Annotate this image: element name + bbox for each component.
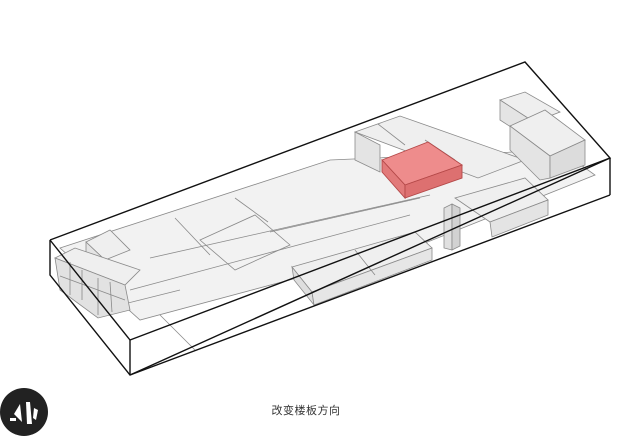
plate-division bbox=[149, 194, 431, 259]
column-front bbox=[443, 203, 453, 251]
tall-block-right-2-front bbox=[509, 125, 551, 181]
plate-division bbox=[159, 314, 196, 351]
box-front-edge bbox=[129, 157, 611, 341]
main-floor-plate bbox=[59, 149, 596, 321]
block-front bbox=[354, 131, 381, 173]
highlight-side bbox=[404, 164, 463, 199]
low-block-front bbox=[489, 199, 549, 238]
left-blocks bbox=[54, 229, 141, 319]
box-right-bottom bbox=[129, 194, 611, 376]
diagram-caption: 改变楼板方向 bbox=[271, 404, 341, 417]
floor-plates bbox=[59, 149, 596, 351]
plate-division bbox=[174, 217, 211, 256]
block-division bbox=[377, 123, 406, 146]
plate-division bbox=[234, 197, 269, 223]
highlighted-volume bbox=[381, 141, 463, 200]
plate-division bbox=[269, 197, 421, 233]
studio-logo-icon bbox=[0, 388, 48, 436]
bounding-box bbox=[49, 61, 612, 376]
tall-block-right-2-side bbox=[549, 139, 586, 179]
box-front-edge bbox=[49, 239, 131, 341]
left-wall-division bbox=[59, 275, 126, 301]
box-top-edge bbox=[49, 61, 612, 376]
corridor-front bbox=[311, 247, 433, 306]
plate-division bbox=[129, 214, 411, 291]
central-plate bbox=[199, 214, 291, 271]
left-wall-division bbox=[109, 281, 113, 313]
